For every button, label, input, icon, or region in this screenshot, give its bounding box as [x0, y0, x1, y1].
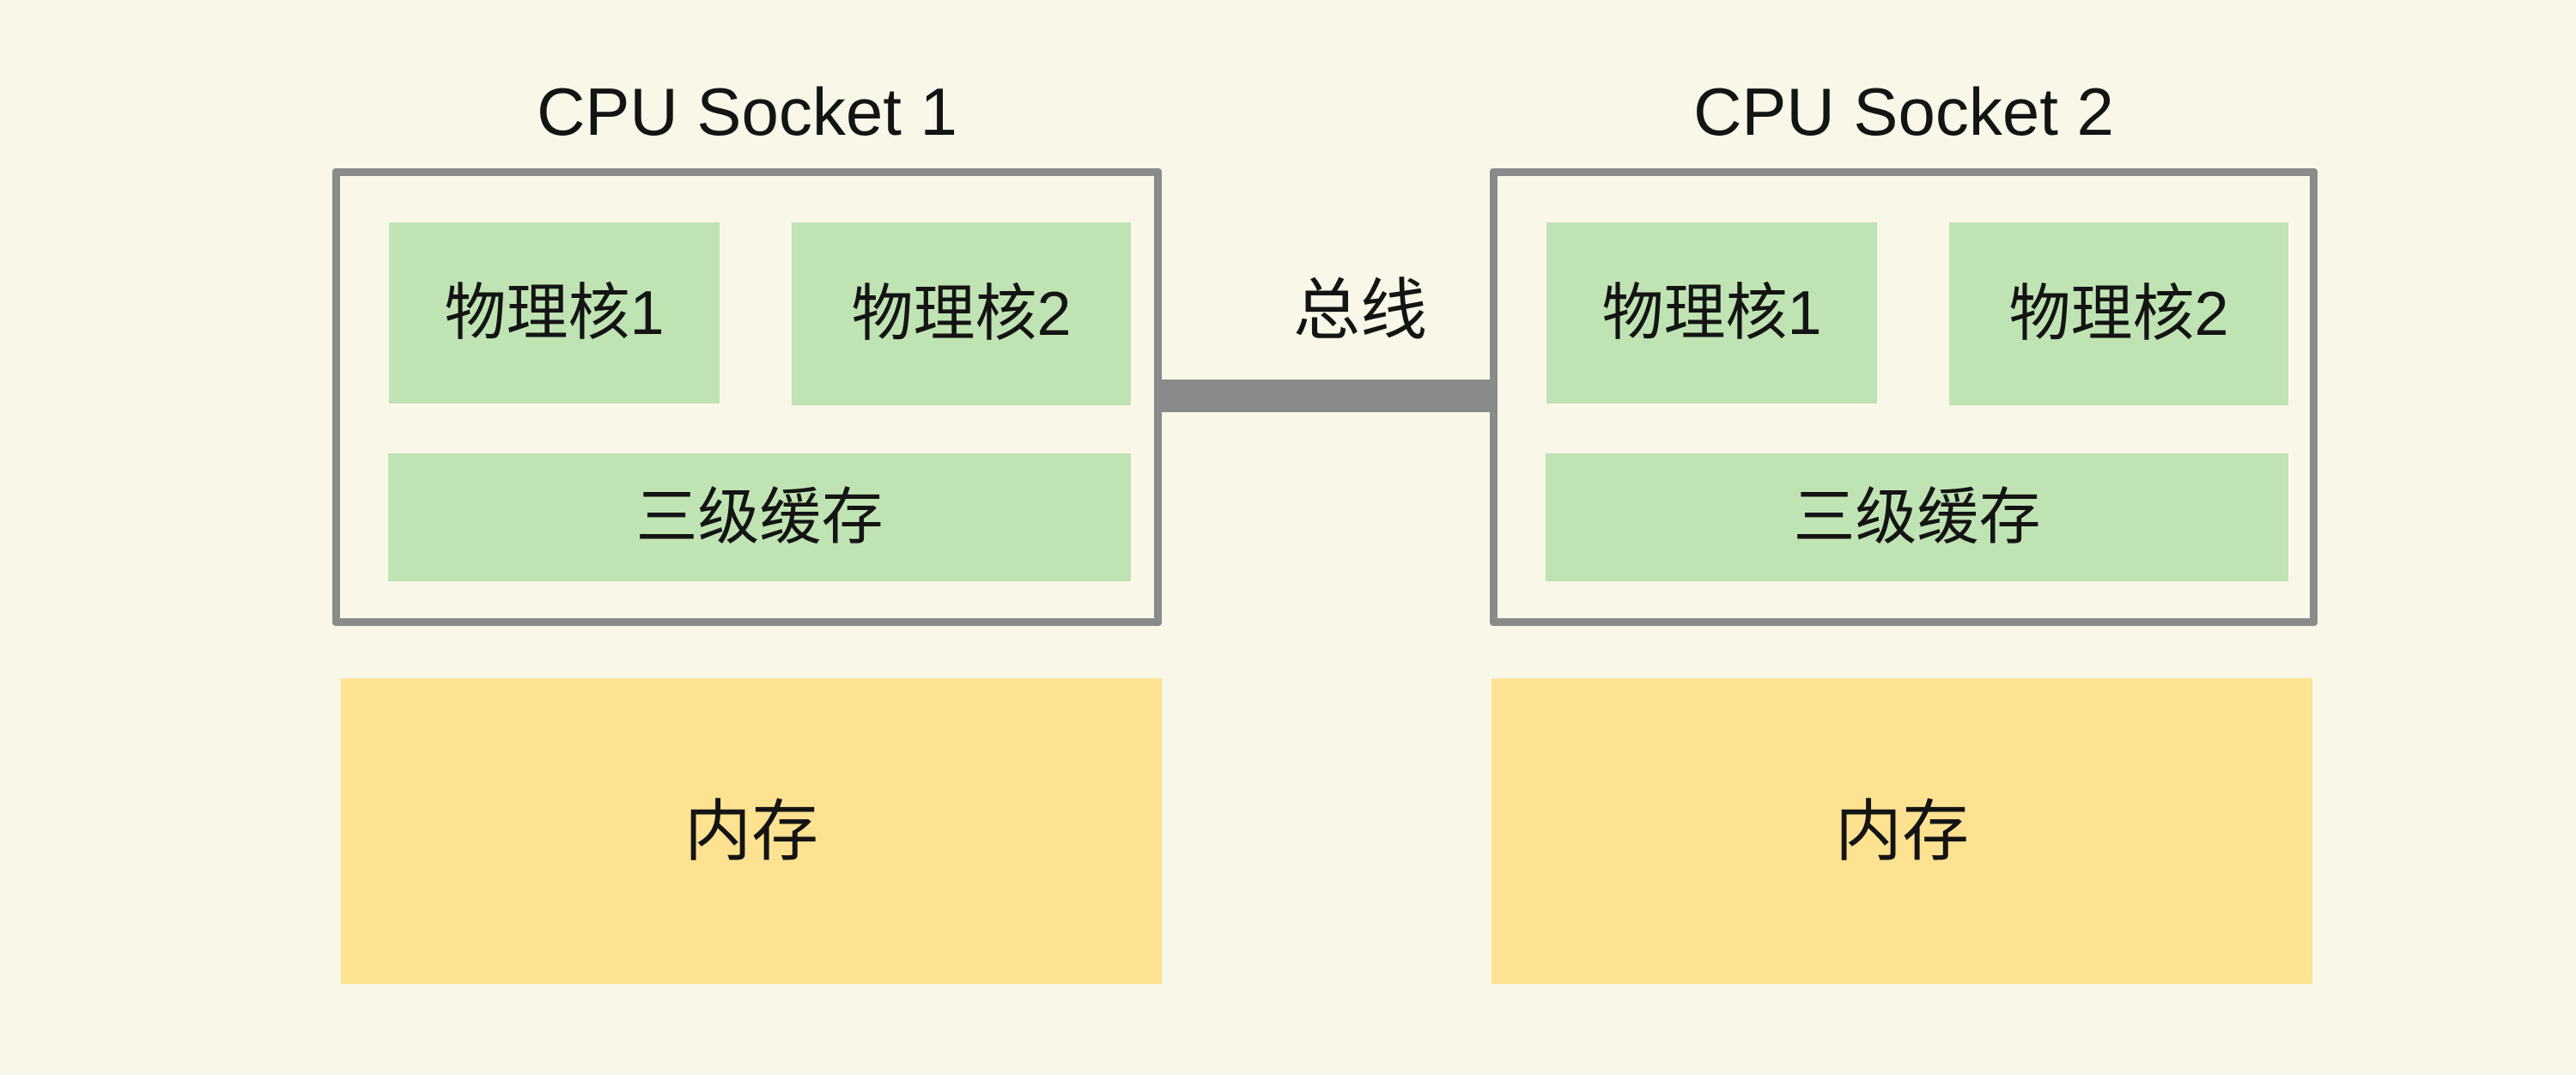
- socket-1-core-2: 物理核2: [792, 222, 1131, 405]
- bus-label: 总线: [1292, 272, 1427, 348]
- socket-2-memory: 内存: [1492, 678, 2312, 984]
- socket-2-core-1: 物理核1: [1546, 222, 1877, 404]
- socket-1-box: 物理核1 物理核2 三级缓存: [332, 168, 1162, 626]
- socket-1-core-1: 物理核1: [389, 222, 720, 404]
- socket-2-core-2: 物理核2: [1949, 222, 2288, 405]
- socket-2-l3-cache: 三级缓存: [1546, 453, 2288, 581]
- socket-1-memory: 内存: [341, 678, 1162, 984]
- socket-2-title: CPU Socket 2: [1693, 74, 2114, 149]
- socket-1-title: CPU Socket 1: [537, 74, 957, 149]
- socket-1-l3-cache: 三级缓存: [388, 453, 1131, 581]
- socket-2-box: 物理核1 物理核2 三级缓存: [1490, 168, 2318, 626]
- bus-connector-bar: [1154, 380, 1498, 412]
